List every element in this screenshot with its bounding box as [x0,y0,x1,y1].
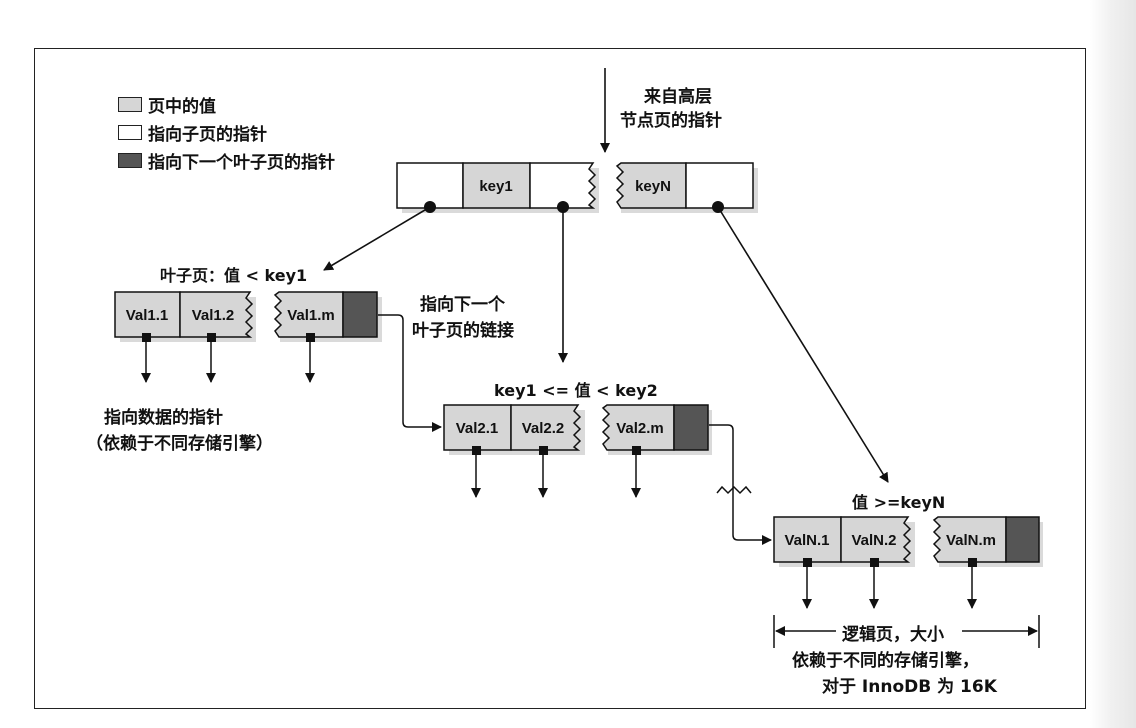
value-swatch-icon [118,97,142,112]
leafN-title: 值 >=keyN [852,493,946,512]
root-child-pointer-cell [685,162,754,209]
incoming-pointer-label-line1: 来自高层 [644,87,712,107]
pointer-arrow-to-leafN [717,206,889,483]
next-leaf-link-2 [709,424,772,545]
link-break-icon [716,485,752,495]
legend-label: 页中的值 [148,97,216,117]
data-pointer-label-line1: 指向数据的指针 [104,408,223,428]
next-leaf-link-1 [378,314,442,432]
leaf1-value-m: Val1.m [287,307,335,324]
value-cell [179,291,254,338]
value-cell [443,404,512,451]
logical-page-label-line2: 依赖于不同的存储引擎， [792,651,979,671]
legend-item-child-pointer: 指向子页的指针 [118,120,267,145]
leafN-value-2: ValN.2 [851,532,896,549]
value-cell [510,404,582,451]
data-pointer-label-line2: （依赖于不同存储引擎） [86,434,273,454]
leaf2-value-m: Val2.m [616,420,664,437]
next-leaf-pointer-swatch-icon [118,153,142,168]
legend-label: 指向子页的指针 [148,125,267,145]
root-page: key1 keyN [396,162,758,213]
legend-item-next-leaf-pointer: 指向下一个叶子页的指针 [118,148,335,173]
leaf1-title: 叶子页：值 < key1 [160,266,308,285]
legend-label: 指向下一个叶子页的指针 [148,153,335,173]
root-keyN-label: keyN [635,178,671,195]
leaf2-value-2: Val2.2 [522,420,565,437]
leaf-page-n: ValN.1 ValN.2 ValN.m [773,516,1043,609]
leaf2-title: key1 <= 值 < key2 [494,381,658,400]
leaf-page-1: Val1.1 Val1.2 Val1.m [114,291,382,383]
leafN-value-1: ValN.1 [784,532,829,549]
pointer-arrow-to-leaf1 [323,206,431,271]
value-cell [840,516,912,563]
logical-page-label-line3: 对于 InnoDB 为 16K [822,677,997,697]
leaf1-value-2: Val1.2 [192,307,235,324]
logical-page-label-line1: 逻辑页，大小 [842,625,944,645]
root-key-cell [462,162,531,209]
incoming-pointer-label-line2: 节点页的指针 [620,111,722,131]
next-leaf-link-label-line2: 叶子页的链接 [412,321,514,341]
next-leaf-pointer-cell [342,291,378,338]
leaf-page-2: Val2.1 Val2.2 Val2.m [443,404,712,498]
child-pointer-swatch-icon [118,125,142,140]
root-key1-label: key1 [479,178,512,195]
root-child-pointer-cell [529,162,597,209]
leafN-value-m: ValN.m [946,532,996,549]
next-leaf-link-label-line1: 指向下一个 [420,295,505,315]
leaf2-value-1: Val2.1 [456,420,499,437]
next-leaf-pointer-cell [1005,516,1040,563]
leaf1-value-1: Val1.1 [126,307,169,324]
legend-item-value: 页中的值 [118,92,216,117]
next-leaf-pointer-cell [673,404,709,451]
